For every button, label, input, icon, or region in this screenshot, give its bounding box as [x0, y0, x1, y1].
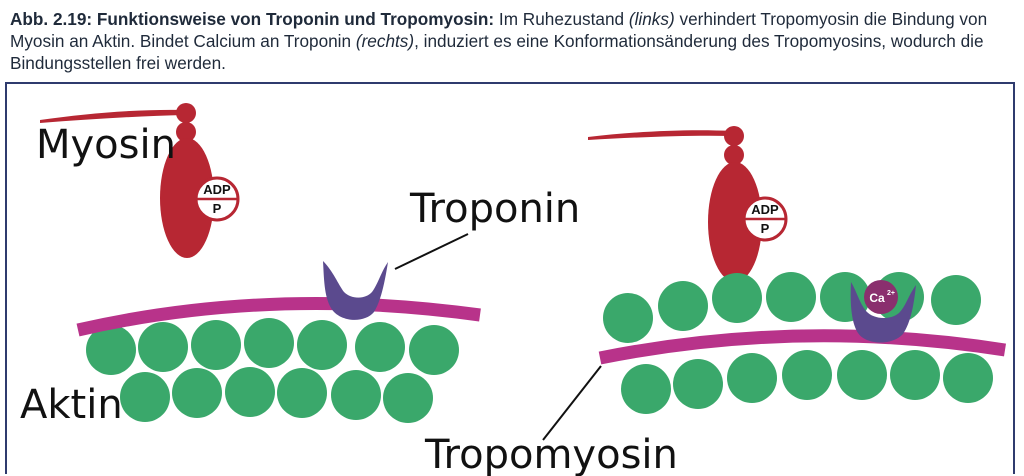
troponin-left: [323, 261, 388, 320]
myosin-tail-right: [588, 130, 733, 140]
actin-monomer: [120, 372, 170, 422]
calcium-label: Ca: [869, 291, 885, 305]
caption-text-1: Im Ruhezustand: [494, 9, 629, 29]
p-label-left: P: [213, 201, 222, 216]
troponin-right: [850, 282, 916, 343]
myosin-neck-bead-2: [176, 122, 196, 142]
actin-monomer: [138, 322, 188, 372]
myosin-neck-bead-1: [176, 103, 196, 123]
actin-monomer: [890, 350, 940, 400]
actin-monomer: [943, 353, 993, 403]
myosin-neck-bead-1: [724, 126, 744, 146]
myosin-neck-bead-2: [724, 145, 744, 165]
caption-text-2: verhindert Tropomyosin die Bindung von M…: [10, 9, 988, 51]
myosin-tail-left: [40, 109, 185, 123]
label-tropomyosin: Tropomyosin: [424, 432, 678, 476]
myosin-head-left: [160, 138, 214, 258]
actin-monomer: [277, 368, 327, 418]
actin-monomer: [931, 275, 981, 325]
actin-monomer: [297, 320, 347, 370]
troponin-leader-line: [394, 233, 469, 270]
actin-monomer: [383, 373, 433, 423]
actin-monomer: [727, 353, 777, 403]
adp-label-right: ADP: [751, 202, 779, 217]
label-aktin: Aktin: [20, 382, 123, 428]
calcium-ion: [864, 280, 898, 314]
label-troponin: Troponin: [409, 186, 580, 232]
actin-monomer: [766, 272, 816, 322]
tropomyosin-strand-left: [76, 296, 481, 337]
calcium-charge: 2+: [887, 290, 895, 297]
actin-monomer: [86, 325, 136, 375]
myosin-left: ADP P: [40, 103, 240, 258]
actin-monomer: [658, 281, 708, 331]
actin-monomer: [673, 359, 723, 409]
caption-text-3: , induziert es eine Konformationsänderun…: [10, 31, 984, 73]
actin-monomer: [837, 350, 887, 400]
myosin-right: ADP P: [588, 126, 788, 282]
myosin-head-right: [708, 162, 762, 282]
figure-caption: Abb. 2.19: Funktionsweise von Troponin u…: [10, 8, 1016, 74]
figure-frame: [5, 82, 1015, 474]
actin-monomer: [621, 364, 671, 414]
actin-monomer: [225, 367, 275, 417]
actin-monomer: [191, 320, 241, 370]
caption-label: Abb. 2.19:: [10, 9, 93, 29]
adp-label-left: ADP: [203, 182, 231, 197]
tropomyosin-leader-line: [542, 365, 602, 441]
actin-monomer: [603, 293, 653, 343]
actin-monomer: [244, 318, 294, 368]
caption-title: Funktionsweise von Troponin und Tropomyo…: [96, 9, 495, 29]
caption-italic-left: (links): [628, 9, 675, 29]
caption-italic-right: (rechts): [355, 31, 415, 51]
actin-monomer: [172, 368, 222, 418]
actin-filament-left: [86, 318, 459, 423]
tropomyosin-strand-right: [598, 329, 1007, 365]
p-label-right: P: [761, 221, 770, 236]
actin-monomer: [331, 370, 381, 420]
actin-monomer: [712, 273, 762, 323]
actin-monomer: [782, 350, 832, 400]
actin-monomer: [409, 325, 459, 375]
label-myosin: Myosin: [36, 122, 176, 168]
actin-monomer: [355, 322, 405, 372]
